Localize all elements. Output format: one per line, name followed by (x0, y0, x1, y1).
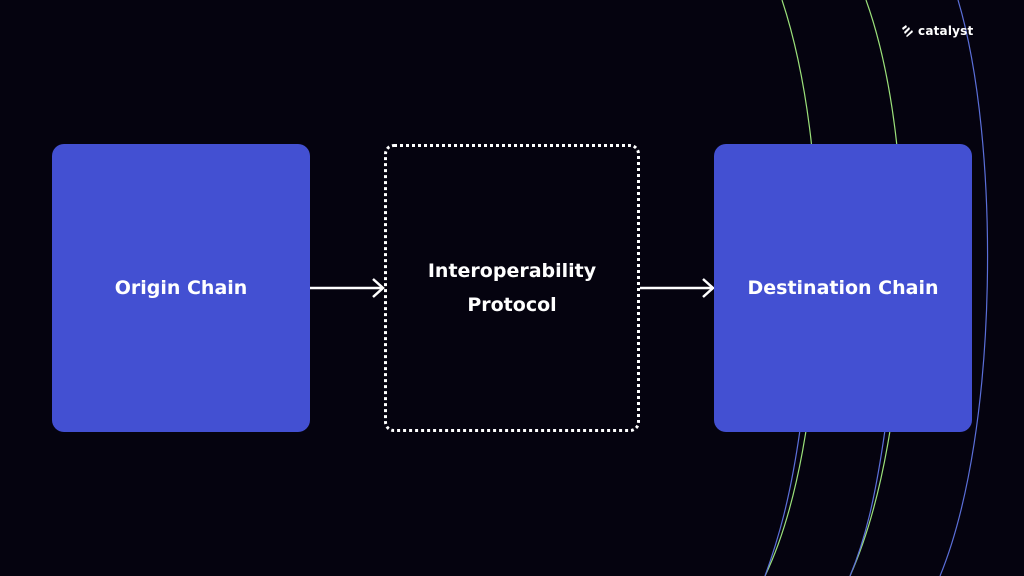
interoperability-protocol-box: Interoperability Protocol (384, 144, 640, 432)
destination-chain-label: Destination Chain (747, 277, 939, 299)
protocol-label: Interoperability Protocol (427, 260, 597, 316)
arrow-protocol-to-destination (640, 278, 715, 298)
arc-outer (939, 0, 989, 576)
origin-chain-label: Origin Chain (114, 277, 248, 299)
arc-middle-blue (849, 429, 886, 576)
brand-name: catalyst (918, 24, 974, 38)
catalyst-logo-icon (902, 25, 913, 37)
arrow-origin-to-protocol (310, 278, 385, 298)
destination-chain-box: Destination Chain (714, 144, 972, 432)
brand-logo: catalyst (900, 24, 973, 38)
origin-chain-box: Origin Chain (52, 144, 310, 432)
arc-inner-blue (764, 429, 801, 576)
